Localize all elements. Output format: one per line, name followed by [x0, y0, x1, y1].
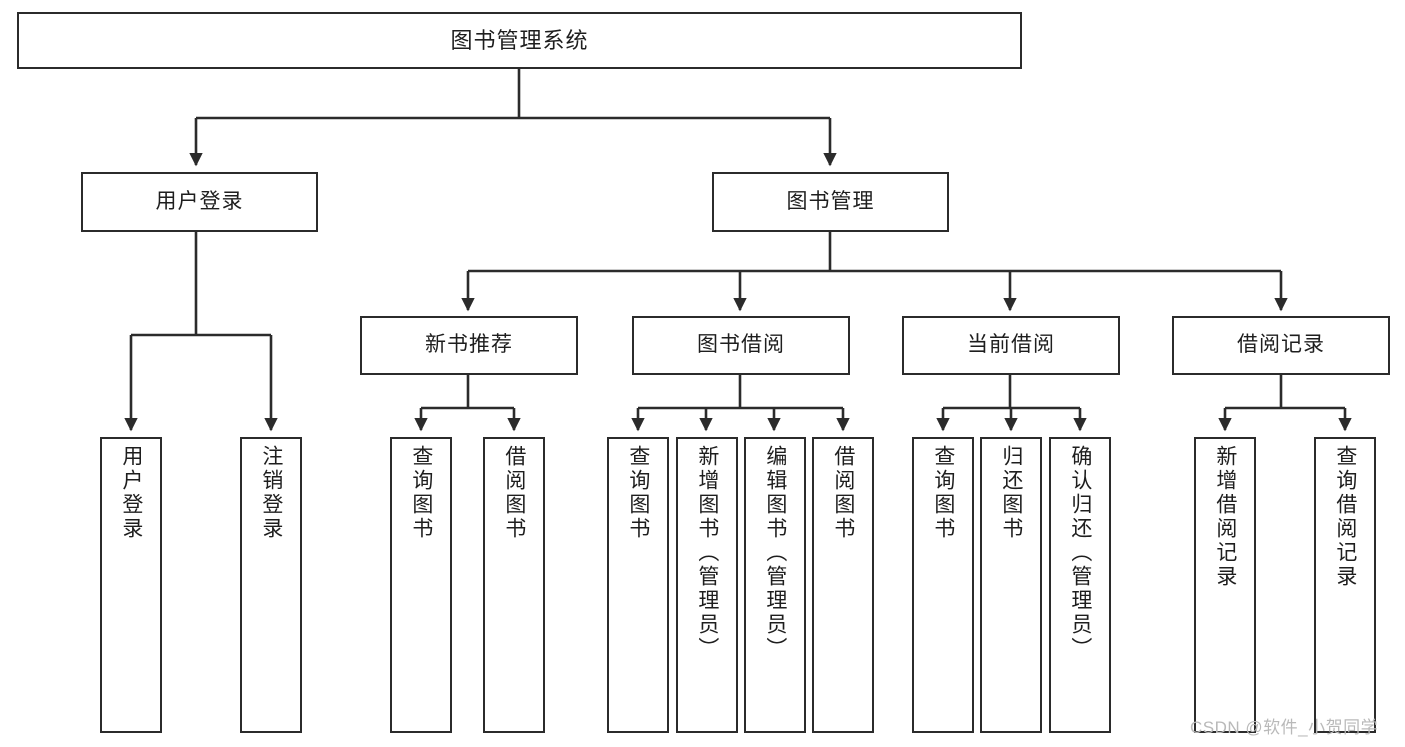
node-root[interactable]: 图书管理系统 — [17, 12, 1022, 69]
node-user-login-label: 用户登录 — [155, 189, 244, 213]
node-book-manage[interactable]: 图书管理 — [712, 172, 949, 232]
node-leaf-edit-book-label: 编辑图书（管理员） — [763, 445, 787, 661]
node-leaf-user-login[interactable]: 用户登录 — [100, 437, 162, 733]
node-leaf-return-book-label: 归还图书 — [999, 445, 1023, 541]
node-leaf-add-book-label: 新增图书（管理员） — [695, 445, 719, 661]
node-leaf-borrow-book-1[interactable]: 借阅图书 — [483, 437, 545, 733]
node-new-book-recommend[interactable]: 新书推荐 — [360, 316, 578, 375]
node-book-manage-label: 图书管理 — [786, 189, 875, 213]
node-current-borrow-label: 当前借阅 — [967, 333, 1055, 357]
node-leaf-borrow-book-2[interactable]: 借阅图书 — [812, 437, 874, 733]
node-book-borrow[interactable]: 图书借阅 — [632, 316, 850, 375]
node-leaf-query-book-2-label: 查询图书 — [626, 445, 650, 541]
node-leaf-add-record-label: 新增借阅记录 — [1213, 445, 1237, 589]
node-leaf-query-book-3[interactable]: 查询图书 — [912, 437, 974, 733]
node-new-book-recommend-label: 新书推荐 — [425, 333, 513, 357]
node-borrow-record-label: 借阅记录 — [1237, 333, 1325, 357]
node-leaf-query-book-1[interactable]: 查询图书 — [390, 437, 452, 733]
node-current-borrow[interactable]: 当前借阅 — [902, 316, 1120, 375]
node-leaf-query-book-1-label: 查询图书 — [409, 445, 433, 541]
node-leaf-return-book[interactable]: 归还图书 — [980, 437, 1042, 733]
node-leaf-confirm-return-label: 确认归还（管理员） — [1068, 445, 1092, 661]
node-leaf-query-book-2[interactable]: 查询图书 — [607, 437, 669, 733]
node-leaf-query-record[interactable]: 查询借阅记录 — [1314, 437, 1376, 733]
csdn-watermark: CSDN @软件_小贺同学 — [1190, 718, 1379, 737]
node-borrow-record[interactable]: 借阅记录 — [1172, 316, 1390, 375]
node-leaf-add-book[interactable]: 新增图书（管理员） — [676, 437, 738, 733]
node-leaf-logout-login[interactable]: 注销登录 — [240, 437, 302, 733]
node-leaf-confirm-return[interactable]: 确认归还（管理员） — [1049, 437, 1111, 733]
node-root-label: 图书管理系统 — [450, 27, 589, 53]
node-leaf-query-record-label: 查询借阅记录 — [1333, 445, 1357, 589]
node-leaf-query-book-3-label: 查询图书 — [931, 445, 955, 541]
node-user-login[interactable]: 用户登录 — [81, 172, 318, 232]
node-leaf-add-record[interactable]: 新增借阅记录 — [1194, 437, 1256, 733]
node-leaf-edit-book[interactable]: 编辑图书（管理员） — [744, 437, 806, 733]
node-leaf-user-login-label: 用户登录 — [119, 445, 143, 541]
node-leaf-borrow-book-1-label: 借阅图书 — [502, 445, 526, 541]
node-leaf-borrow-book-2-label: 借阅图书 — [831, 445, 855, 541]
node-book-borrow-label: 图书借阅 — [697, 333, 785, 357]
node-leaf-logout-login-label: 注销登录 — [259, 445, 283, 541]
